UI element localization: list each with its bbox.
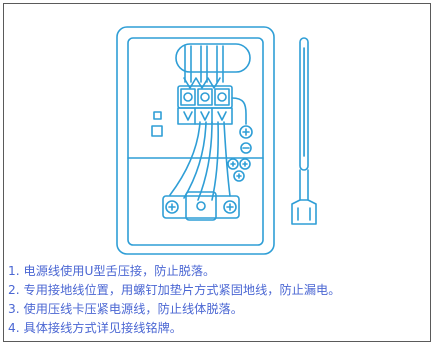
figure-frame (3, 3, 431, 342)
note-item: 3. 使用压线卡压紧电源线，防止线体脱落。 (8, 302, 243, 316)
note-item: 1. 电源线使用U型舌压接，防止脱落。 (8, 264, 216, 278)
cable-clamp-icon (162, 191, 240, 221)
ground-wire-icon (231, 97, 247, 125)
mounting-plate-icon (116, 26, 275, 255)
note-item: 4. 具体接线方式详见接线铭牌。 (8, 321, 182, 335)
note-item: 2. 专用接地线位置，用螺钉加垫片方式紧固地线，防止漏电。 (8, 283, 341, 297)
screwdriver-tool-icon (291, 37, 317, 225)
terminal-block-icon (177, 85, 233, 125)
ground-terminal-icon (227, 125, 253, 182)
cable-entry-icon (175, 43, 251, 73)
cable-bundle-icon (169, 45, 231, 201)
installation-notes: 1. 电源线使用U型舌压接，防止脱落。 2. 专用接地线位置，用螺钉加垫片方式紧… (8, 262, 428, 338)
wiring-diagram (116, 26, 317, 255)
status-indicator-icon (151, 111, 163, 137)
